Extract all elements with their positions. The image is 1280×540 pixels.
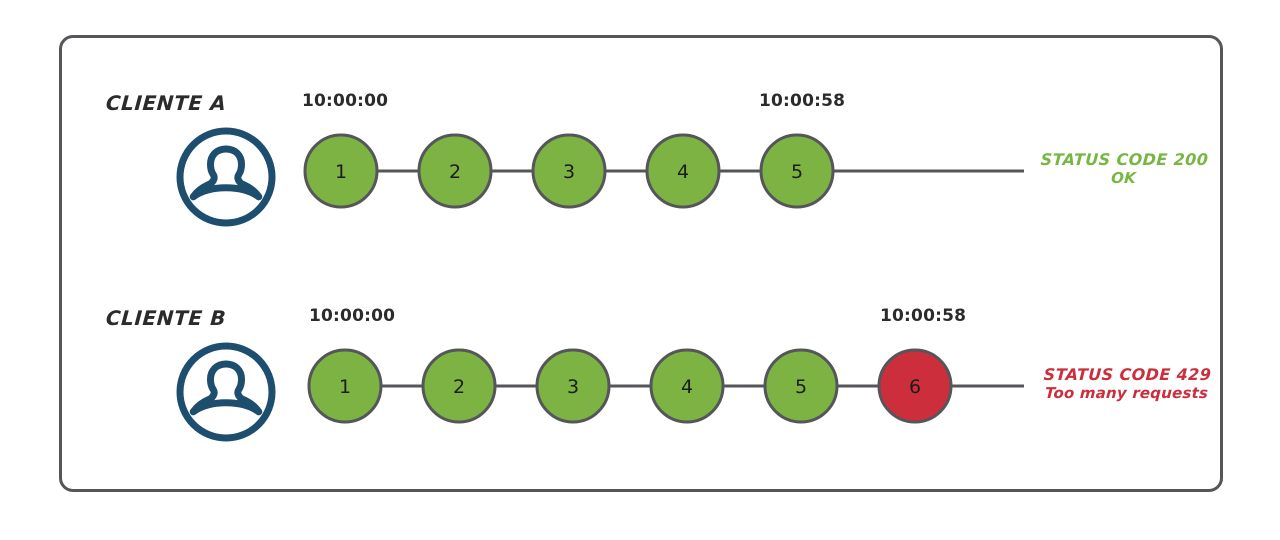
- svg-text:5: 5: [795, 376, 807, 398]
- svg-text:1: 1: [339, 376, 351, 398]
- request-node: 1: [303, 133, 379, 209]
- client-a-end-timestamp: 10:00:58: [759, 91, 846, 111]
- svg-text:2: 2: [449, 161, 461, 183]
- request-node: 1: [307, 348, 383, 424]
- request-node: 2: [417, 133, 493, 209]
- client-b-end-timestamp: 10:00:58: [880, 306, 967, 326]
- client-a-status-message: OK: [1110, 168, 1137, 187]
- client-a-request-chain: 1 2 3 4 5: [62, 63, 1226, 263]
- client-a-status-code: STATUS CODE 200: [1040, 150, 1209, 169]
- diagram-frame: CLIENTE A 10:00:00 10:00:58: [59, 35, 1223, 492]
- request-node: 3: [535, 348, 611, 424]
- client-b-status-badge: STATUS CODE 429 Too many requests: [1018, 365, 1236, 403]
- svg-text:6: 6: [909, 376, 921, 398]
- request-node: 5: [763, 348, 839, 424]
- client-b-status-code: STATUS CODE 429: [1043, 365, 1212, 384]
- request-node: 4: [649, 348, 725, 424]
- svg-text:4: 4: [677, 161, 689, 183]
- client-b-start-timestamp: 10:00:00: [309, 306, 396, 326]
- svg-text:3: 3: [567, 376, 579, 398]
- client-b-request-chain: 1 2 3 4 5: [62, 278, 1226, 478]
- svg-text:5: 5: [791, 161, 803, 183]
- svg-text:4: 4: [681, 376, 693, 398]
- client-a-start-timestamp: 10:00:00: [302, 91, 389, 111]
- svg-text:3: 3: [563, 161, 575, 183]
- client-row-a: CLIENTE A 10:00:00 10:00:58: [62, 63, 1226, 263]
- client-b-status-message: Too many requests: [1044, 383, 1209, 402]
- client-a-status-badge: STATUS CODE 200 OK: [1023, 150, 1225, 188]
- request-node-error: 6: [877, 348, 953, 424]
- svg-text:1: 1: [335, 161, 347, 183]
- client-row-b: CLIENTE B 10:00:00 10:00:58: [62, 278, 1226, 478]
- person-avatar-icon: [174, 125, 278, 229]
- request-node: 2: [421, 348, 497, 424]
- request-node: 4: [645, 133, 721, 209]
- person-avatar-icon: [174, 340, 278, 444]
- svg-text:2: 2: [453, 376, 465, 398]
- request-node: 3: [531, 133, 607, 209]
- request-node: 5: [759, 133, 835, 209]
